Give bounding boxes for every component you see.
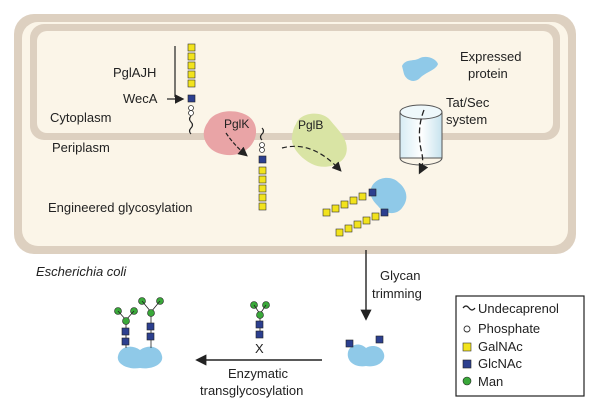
glcnac-square <box>121 327 130 336</box>
galnac-square <box>187 43 196 52</box>
x-mark: X <box>255 341 264 356</box>
galnac-icon <box>462 342 472 352</box>
galnac-square <box>258 184 267 193</box>
legend-label: Man <box>478 374 503 389</box>
galnac-square <box>258 193 267 202</box>
glcnac-square <box>255 320 264 329</box>
trimmed-glycoprotein <box>345 335 385 367</box>
pglk-enzyme <box>203 111 257 156</box>
legend-label: GlcNAc <box>478 356 523 371</box>
tatsec-translocon <box>399 104 443 175</box>
phosphate-circle <box>259 147 265 153</box>
tatsec-label-line1: Tat/Sec <box>446 95 490 110</box>
undecaprenol-icon <box>462 305 476 311</box>
ecoli-cell <box>14 14 576 254</box>
man-circle <box>122 317 130 325</box>
pglajh-label: PglAJH <box>113 65 156 80</box>
galnac-square <box>362 216 371 225</box>
phosphate-circle <box>259 142 265 148</box>
glcnac-square <box>375 335 384 344</box>
translocon-arrow <box>418 109 429 175</box>
enzymatic-label-line2: transglycosylation <box>200 383 303 398</box>
undecaprenol-tail <box>188 115 194 135</box>
legend-label: GalNAc <box>478 339 523 354</box>
galnac-square <box>322 208 331 217</box>
galnac-square <box>187 52 196 61</box>
glcnac-square <box>255 330 264 339</box>
legend-label: Undecaprenol <box>478 301 559 316</box>
expressed-protein-shape <box>402 56 438 81</box>
galnac-square <box>187 61 196 70</box>
galnac-square <box>331 204 340 213</box>
expressed-protein-label-line2: protein <box>468 66 508 81</box>
galnac-square <box>349 196 358 205</box>
phosphate-circle <box>188 105 194 111</box>
legend: Undecaprenol Phosphate GalNAc GlcNAc Man <box>455 295 585 397</box>
glycan-donor <box>250 301 270 339</box>
glcnac-square <box>345 339 354 348</box>
translocon-top <box>399 104 443 120</box>
galnac-square <box>258 202 267 211</box>
glcnac-square <box>368 188 377 197</box>
enzymatic-label-line1: Enzymatic <box>228 366 288 381</box>
man-icon <box>462 376 472 386</box>
man-circle <box>147 309 155 317</box>
galnac-square <box>335 228 344 237</box>
protein-shape <box>117 346 163 369</box>
pglb-label: PglB <box>298 118 323 132</box>
pglb-enzyme <box>291 113 347 167</box>
legend-box <box>455 295 585 397</box>
phosphate-circle <box>188 110 194 116</box>
galnac-square <box>187 79 196 88</box>
periplasm-glycan-chain <box>258 127 267 211</box>
galnac-square <box>258 175 267 184</box>
periplasm-label: Periplasm <box>52 140 110 155</box>
protein-shape <box>347 344 385 367</box>
galnac-square <box>187 70 196 79</box>
glycan-trimming-label-line2: trimming <box>372 286 422 301</box>
phosphate-icon <box>463 325 471 333</box>
glcnac-square <box>187 94 196 103</box>
legend-label: Phosphate <box>478 321 540 336</box>
pglk-flip-arrow <box>225 132 248 157</box>
tatsec-label-line2: system <box>446 112 487 127</box>
glcnac-square <box>146 322 155 331</box>
undecaprenol-tail <box>259 127 265 141</box>
ecoli-label: Escherichia coli <box>36 264 127 279</box>
cytoplasm-label: Cytoplasm <box>50 110 111 125</box>
galnac-square <box>371 212 380 221</box>
glycan-trimming-label-line1: Glycan <box>380 268 420 283</box>
galnac-square <box>358 192 367 201</box>
galnac-square <box>340 200 349 209</box>
glcnac-square <box>121 337 130 346</box>
pglb-transfer-arrow <box>281 145 342 172</box>
glcnac-square <box>258 155 267 164</box>
pglk-label: PglK <box>224 117 249 131</box>
man-circle <box>256 311 264 319</box>
galnac-square <box>353 220 362 229</box>
glcnac-square <box>380 208 389 217</box>
galnac-square <box>344 224 353 233</box>
final-glycoprotein <box>114 297 164 369</box>
expressed-protein-label-line1: Expressed <box>460 49 521 64</box>
galnac-square <box>258 166 267 175</box>
weca-label: WecA <box>123 91 158 106</box>
glcnac-square <box>146 332 155 341</box>
cytoplasm-glycan-chain <box>187 43 196 135</box>
periplasm-glycoprotein <box>322 177 407 237</box>
engineered-glycosylation-label: Engineered glycosylation <box>48 200 193 215</box>
glcnac-icon <box>462 359 472 369</box>
glycoprotein-shape <box>370 177 407 214</box>
